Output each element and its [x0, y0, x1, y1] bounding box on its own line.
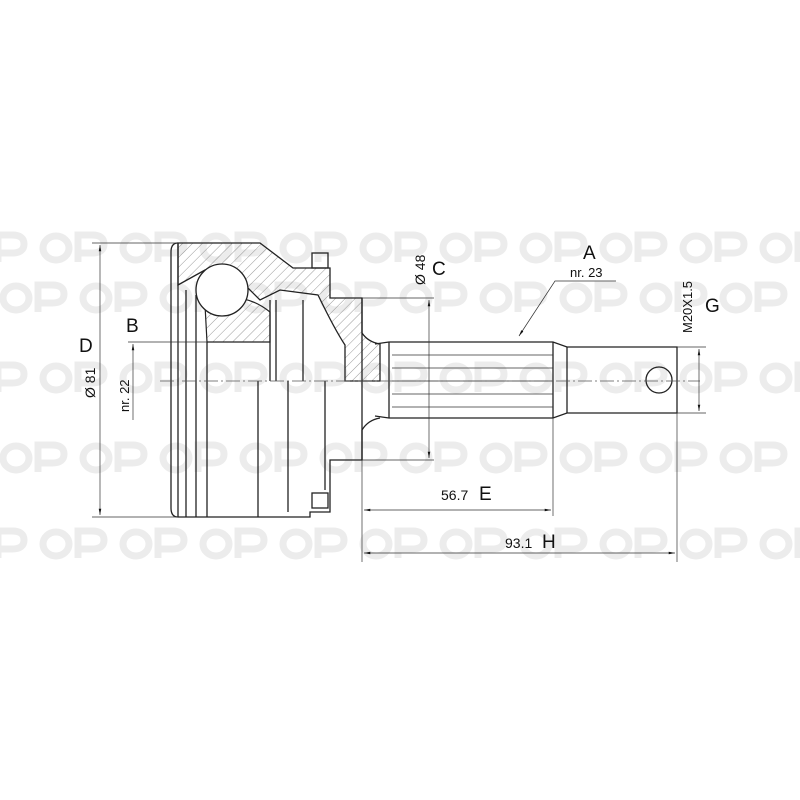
splined-shaft: [374, 341, 678, 419]
watermark-logo: [123, 365, 184, 392]
watermark-logo: [603, 235, 664, 262]
watermark-logo: [403, 285, 464, 312]
watermark-logo: [483, 285, 544, 312]
watermark-logo: [203, 365, 264, 392]
dim-D-value: Ø 81: [82, 367, 98, 398]
watermark-logo: [723, 285, 784, 312]
watermark-logo: [723, 445, 784, 472]
outer-housing: [170, 242, 381, 518]
dim-E-letter: E: [479, 484, 492, 505]
watermark-logo: [763, 365, 800, 392]
watermark-logo: [43, 531, 104, 558]
watermark-logo: [0, 531, 24, 558]
watermark-logo: [443, 235, 504, 262]
watermark-logo: [43, 235, 104, 262]
watermark-logo: [603, 365, 664, 392]
watermark-logo: [683, 365, 744, 392]
watermark-logo: [123, 235, 184, 262]
watermark-logo: [83, 445, 144, 472]
watermark-logo: [563, 285, 624, 312]
watermark-logo: [323, 445, 384, 472]
dim-D-letter: D: [79, 336, 93, 357]
dim-C-letter: C: [432, 259, 446, 280]
dim-H-value: 93.1: [505, 535, 532, 551]
dim-C-value: Ø 48: [412, 254, 428, 285]
watermark-logo: [563, 445, 624, 472]
watermark-logo: [3, 285, 64, 312]
dim-B-letter: B: [126, 316, 139, 337]
watermark-logo: [0, 235, 24, 262]
watermark-logo: [123, 531, 184, 558]
watermark-logo: [683, 531, 744, 558]
watermark-logo: [763, 235, 800, 262]
watermark-logo: [243, 445, 304, 472]
ball: [195, 263, 249, 317]
cotter-pin-hole: [645, 366, 673, 394]
watermark-logo: [283, 531, 344, 558]
extension-lines: [92, 242, 706, 562]
dim-A-value: nr. 23: [570, 265, 603, 280]
dim-H-letter: H: [542, 532, 556, 553]
watermark-logo: [643, 445, 704, 472]
dimension-lines: [98, 245, 701, 555]
watermark-logo: [163, 445, 224, 472]
watermark-logo: [763, 531, 800, 558]
watermark-logo: [483, 445, 544, 472]
dim-B-value: nr. 22: [117, 379, 132, 412]
watermark-logo: [603, 531, 664, 558]
watermark-logo: [443, 531, 504, 558]
dim-G-letter: G: [705, 296, 720, 317]
watermark-logo: [403, 445, 464, 472]
watermark-logo: [203, 531, 264, 558]
watermark-logo: [283, 365, 344, 392]
watermark-logo: [0, 365, 24, 392]
dim-G-value: M20X1.5: [680, 281, 695, 333]
watermark-logo: [523, 235, 584, 262]
dim-A-letter: A: [583, 243, 596, 264]
watermark-logo: [283, 235, 344, 262]
watermark-logo: [683, 235, 744, 262]
watermark-logo: [363, 531, 424, 558]
dim-E-value: 56.7: [441, 487, 468, 503]
watermark-logo: [443, 365, 504, 392]
watermark-logo: [3, 445, 64, 472]
watermark-logo: [83, 285, 144, 312]
dim-A-leader: [518, 280, 616, 337]
